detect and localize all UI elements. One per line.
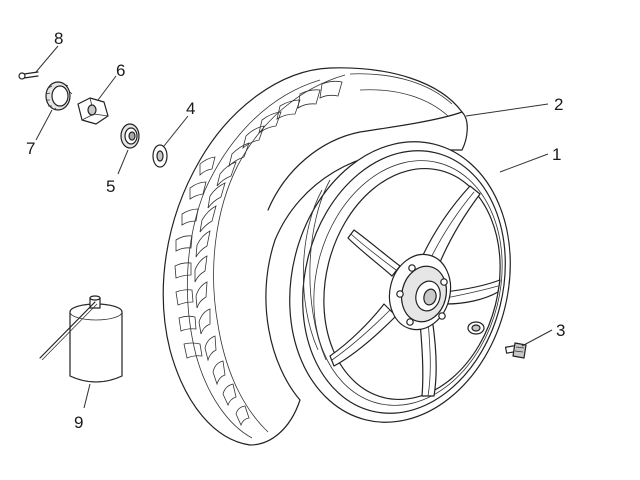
valve bbox=[504, 342, 527, 359]
cotter-pin bbox=[18, 71, 39, 80]
callout-5: 5 bbox=[106, 177, 115, 196]
spacer bbox=[45, 81, 73, 111]
bearing bbox=[120, 123, 140, 149]
grease-can bbox=[39, 295, 123, 383]
tyre bbox=[162, 67, 468, 446]
leader-1 bbox=[499, 153, 549, 173]
leader-7 bbox=[35, 109, 53, 141]
rim bbox=[289, 141, 511, 423]
tread-pattern bbox=[174, 80, 343, 427]
callout-7: 7 bbox=[26, 139, 35, 158]
nut bbox=[77, 97, 109, 125]
washer bbox=[152, 144, 168, 168]
callout-6: 6 bbox=[116, 61, 125, 80]
callout-4: 4 bbox=[186, 99, 195, 118]
rim-hub bbox=[388, 253, 452, 331]
rim-spokes bbox=[329, 185, 501, 397]
leader-5 bbox=[117, 149, 129, 175]
leader-3 bbox=[521, 329, 553, 347]
leader-2 bbox=[465, 103, 549, 117]
leader-8 bbox=[35, 45, 59, 73]
callout-3: 3 bbox=[556, 321, 565, 340]
leader-4 bbox=[163, 115, 189, 147]
callout-8: 8 bbox=[54, 29, 63, 48]
callout-9: 9 bbox=[74, 413, 83, 432]
leader-9 bbox=[83, 383, 91, 409]
callouts: 1 2 3 4 5 6 7 8 9 bbox=[26, 29, 565, 432]
callout-1: 1 bbox=[552, 145, 561, 164]
rim-valve-seat bbox=[467, 321, 485, 335]
leader-6 bbox=[97, 75, 117, 101]
callout-2: 2 bbox=[554, 95, 563, 114]
leader-lines bbox=[35, 45, 553, 409]
